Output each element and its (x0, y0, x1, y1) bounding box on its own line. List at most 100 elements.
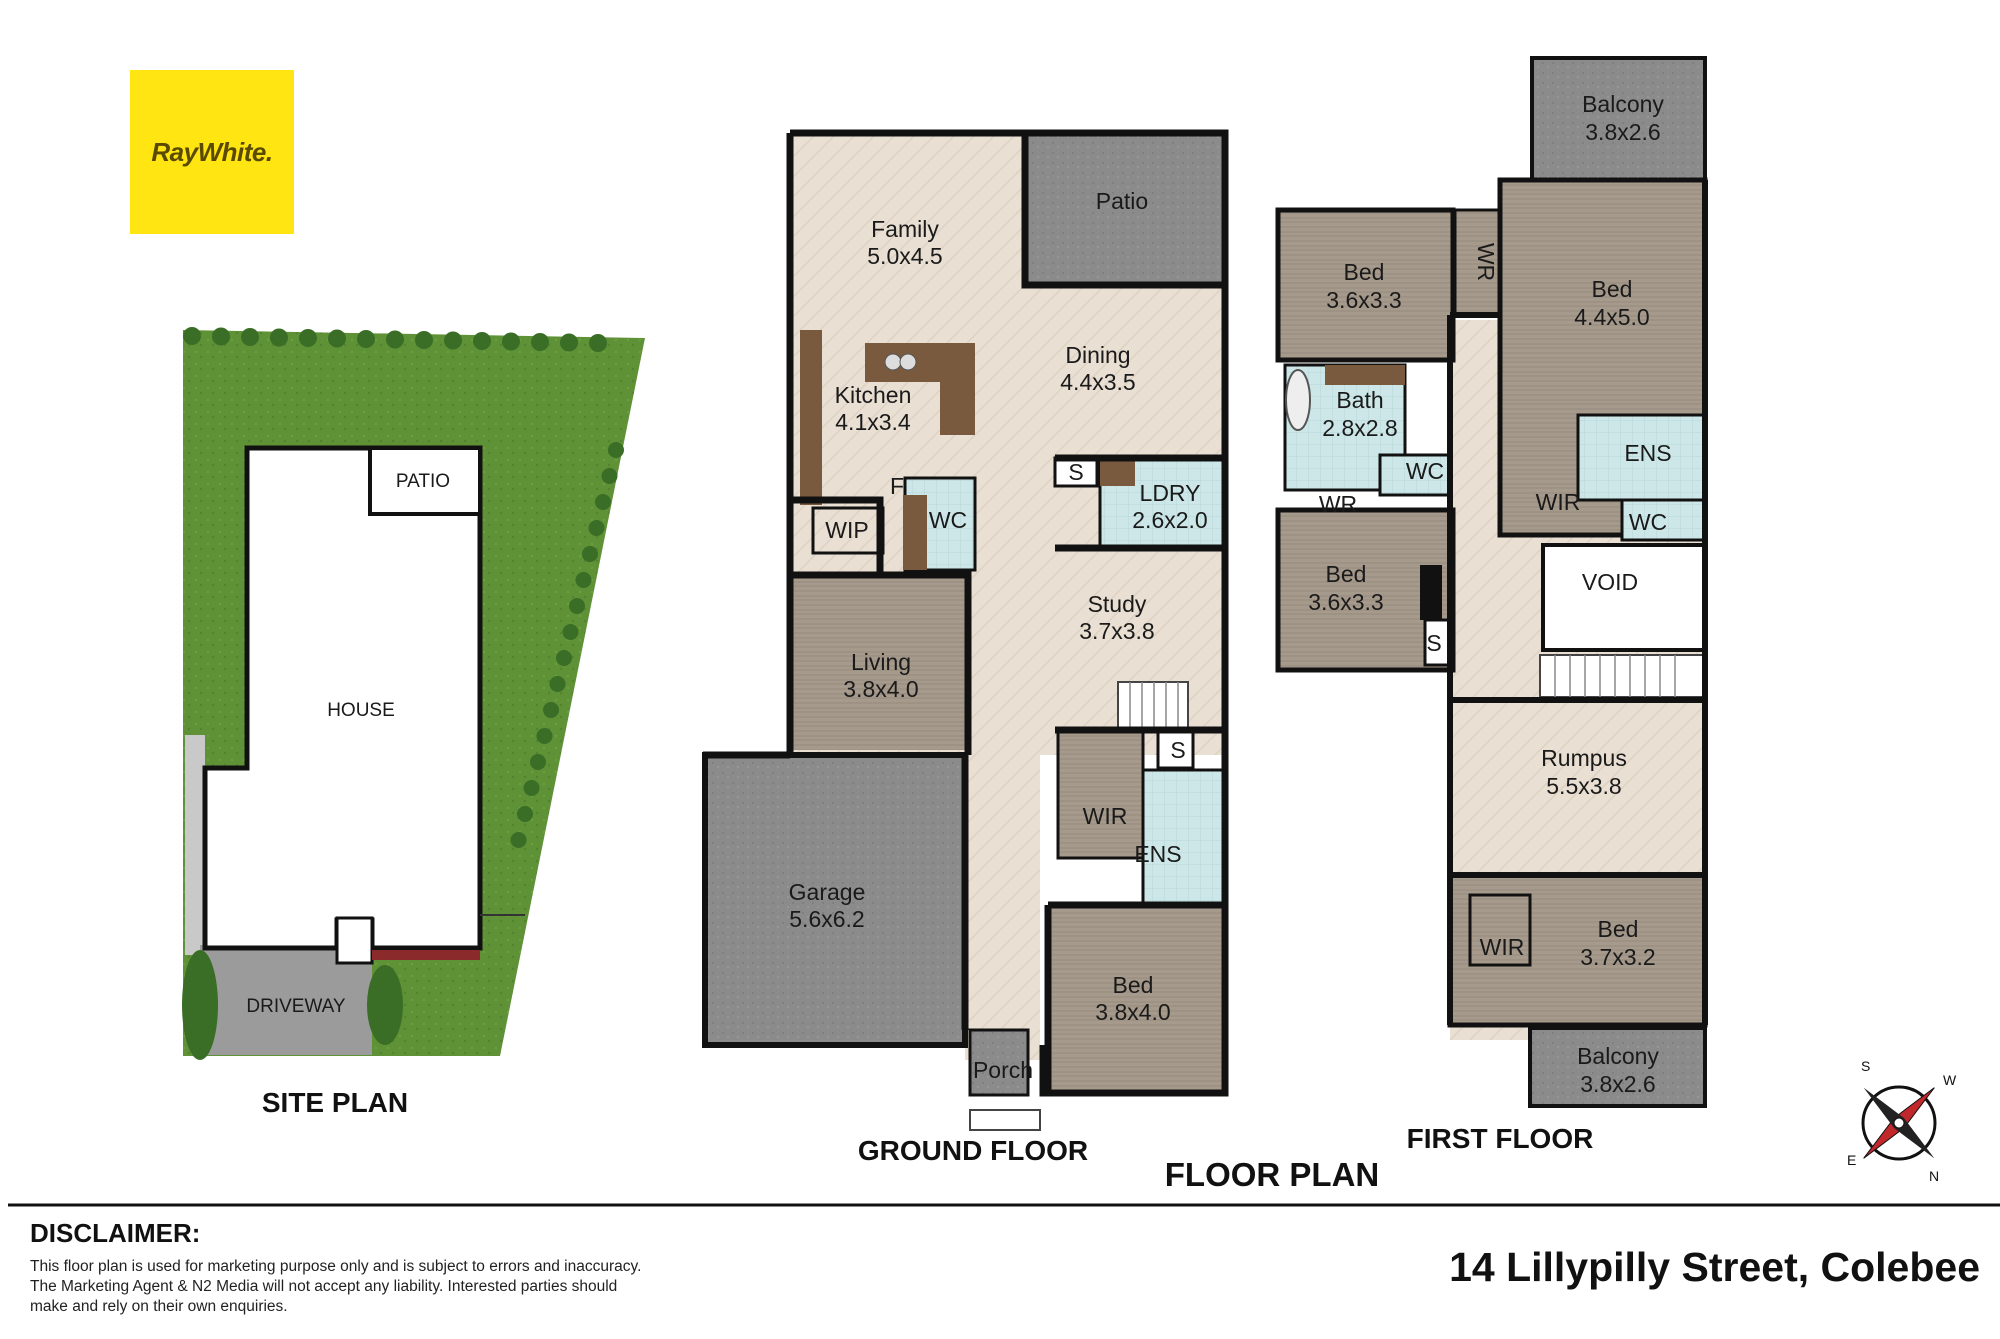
gf-fridge-label: F (890, 473, 904, 499)
ff-wir (1468, 893, 1532, 967)
ff-wc1 (1378, 453, 1452, 497)
gf-bed-dims: 3.8x4.0 (1095, 999, 1170, 1025)
hedge-shrub (502, 332, 520, 351)
ff-bath-name: Bath (1336, 387, 1383, 413)
gf-living-floor (793, 575, 968, 750)
ff-wc2 (1620, 498, 1707, 542)
ff-bath-dims: 2.8x2.8 (1322, 415, 1397, 441)
ff-void-name: VOID (1582, 569, 1638, 595)
hedge-shrub (270, 328, 288, 347)
gf-kitchen-dims: 4.1x3.4 (835, 409, 911, 435)
hedge-shrub (589, 334, 607, 352)
gf-garage-name: Garage (789, 879, 866, 905)
hedge-shrub (582, 546, 598, 562)
ff-wir-master-name: WIR (1536, 489, 1581, 515)
ff-wr-vertical-name: WR (1473, 243, 1499, 281)
gf-wir-name: WIR (1083, 803, 1128, 829)
site-plan-title: SITE PLAN (262, 1087, 408, 1118)
first-floor-title: FIRST FLOOR (1407, 1123, 1594, 1154)
driveway-hedges (182, 950, 403, 1060)
paved-path (185, 735, 205, 955)
hedge-shrub (562, 624, 579, 640)
hedge-shrub (510, 832, 527, 848)
hedge-shrub (241, 328, 259, 346)
ff-wc2-name: WC (1629, 509, 1667, 535)
entry-box (335, 916, 374, 965)
gf-wc-name: WC (929, 507, 967, 533)
ground-floor-plan: Family 5.0x4.5 Patio Kitchen 4.1x3.4 Din… (702, 129, 1229, 1166)
hedge-shrub (415, 331, 433, 349)
ff-balcony-bottom (1528, 1026, 1707, 1108)
driveway-area (200, 945, 372, 1055)
gf-porch-name: Porch (973, 1057, 1033, 1083)
logo-text: RayWhite. (151, 136, 273, 167)
ff-bed3-dims: 3.7x3.2 (1580, 944, 1655, 970)
floor-plan-title: FLOOR PLAN (1165, 1156, 1379, 1193)
gf-garage (702, 752, 968, 1048)
gf-kitchen-bench (800, 330, 822, 505)
hedge-shrub (328, 329, 346, 348)
hedge-shrub (299, 329, 317, 347)
hedge-shrub (575, 572, 592, 588)
site-plan: HOUSE PATIO DRIVEWAY SITE PLAN (182, 327, 645, 1118)
disclaimer-line-3: make and rely on their own enquiries. (30, 1298, 288, 1316)
gf-study-dims: 3.7x3.8 (1079, 618, 1154, 644)
porch-steps (969, 1109, 1041, 1131)
ff-bed1 (1275, 207, 1456, 363)
gf-study-name: Study (1088, 591, 1147, 617)
ff-bed-master-name: Bed (1592, 276, 1633, 302)
hedge-side (510, 442, 624, 848)
compass-n: N (1929, 1168, 1939, 1184)
gf-family-name: Family (871, 216, 939, 242)
gf-laundry-dims: 2.6x2.0 (1132, 507, 1207, 533)
ff-bed-master-dims: 4.4x5.0 (1574, 304, 1649, 330)
ff-balcony-bottom-dims: 3.8x2.6 (1580, 1071, 1655, 1097)
property-address: 14 Lillypilly Street, Colebee (1449, 1244, 1980, 1290)
gf-bed-floor (1048, 905, 1225, 1090)
ff-balcony-top (1530, 56, 1707, 182)
hedge-shrub (556, 650, 572, 666)
ground-floor-title: GROUND FLOOR (858, 1135, 1088, 1166)
ff-rumpus-dims: 5.5x3.8 (1546, 773, 1621, 799)
site-patio-label: PATIO (396, 471, 450, 492)
ff-bed3-name: Bed (1598, 916, 1639, 942)
ff-bed1-dims: 3.6x3.3 (1326, 287, 1401, 313)
gf-wip-name: WIP (825, 517, 868, 543)
hedge-shrub (536, 728, 553, 744)
gf-porch (968, 1028, 1030, 1097)
ff-bed2-dims: 3.6x3.3 (1308, 589, 1383, 615)
hedge-shrub (595, 494, 611, 510)
gf-stair-store-name: S (1170, 737, 1185, 763)
disclaimer-line-1: This floor plan is used for marketing pu… (30, 1258, 642, 1275)
hedge-shrub (560, 333, 578, 352)
hedge-top (183, 327, 607, 352)
gf-dining-name: Dining (1065, 342, 1130, 368)
gf-patio-name: Patio (1096, 188, 1148, 214)
hedge-shrub (517, 806, 533, 822)
gf-wir (1056, 726, 1145, 860)
compass-w: W (1943, 1072, 1957, 1088)
compass-icon: S W E N (1847, 1058, 1957, 1184)
hedge-shrub (386, 330, 404, 349)
gf-kitchen-name: Kitchen (835, 382, 912, 408)
hedge-shrub (212, 327, 230, 346)
ground-hallway (965, 745, 1040, 1060)
hedge-shrub (601, 468, 618, 484)
ff-wir-name: WIR (1480, 934, 1525, 960)
ff-ens-name: ENS (1624, 440, 1671, 466)
house-footprint (202, 445, 483, 951)
ff-balcony-bottom-name: Balcony (1577, 1043, 1659, 1069)
gf-ens (1141, 768, 1225, 907)
ff-void (1541, 543, 1707, 652)
ff-exterior-walls (1447, 180, 1708, 1025)
gf-bed-name: Bed (1113, 972, 1154, 998)
ff-balcony-top-dims: 3.8x2.6 (1585, 119, 1660, 145)
gf-patio (1025, 135, 1225, 285)
disclaimer: DISCLAIMER: This floor plan is used for … (30, 1218, 750, 1317)
ff-bed1-name: Bed (1344, 259, 1385, 285)
ff-wr-name: WR (1319, 491, 1357, 517)
gf-ens-name: ENS (1134, 841, 1181, 867)
gf-dining-dims: 4.4x3.5 (1060, 369, 1135, 395)
site-driveway-label: DRIVEWAY (246, 996, 346, 1017)
